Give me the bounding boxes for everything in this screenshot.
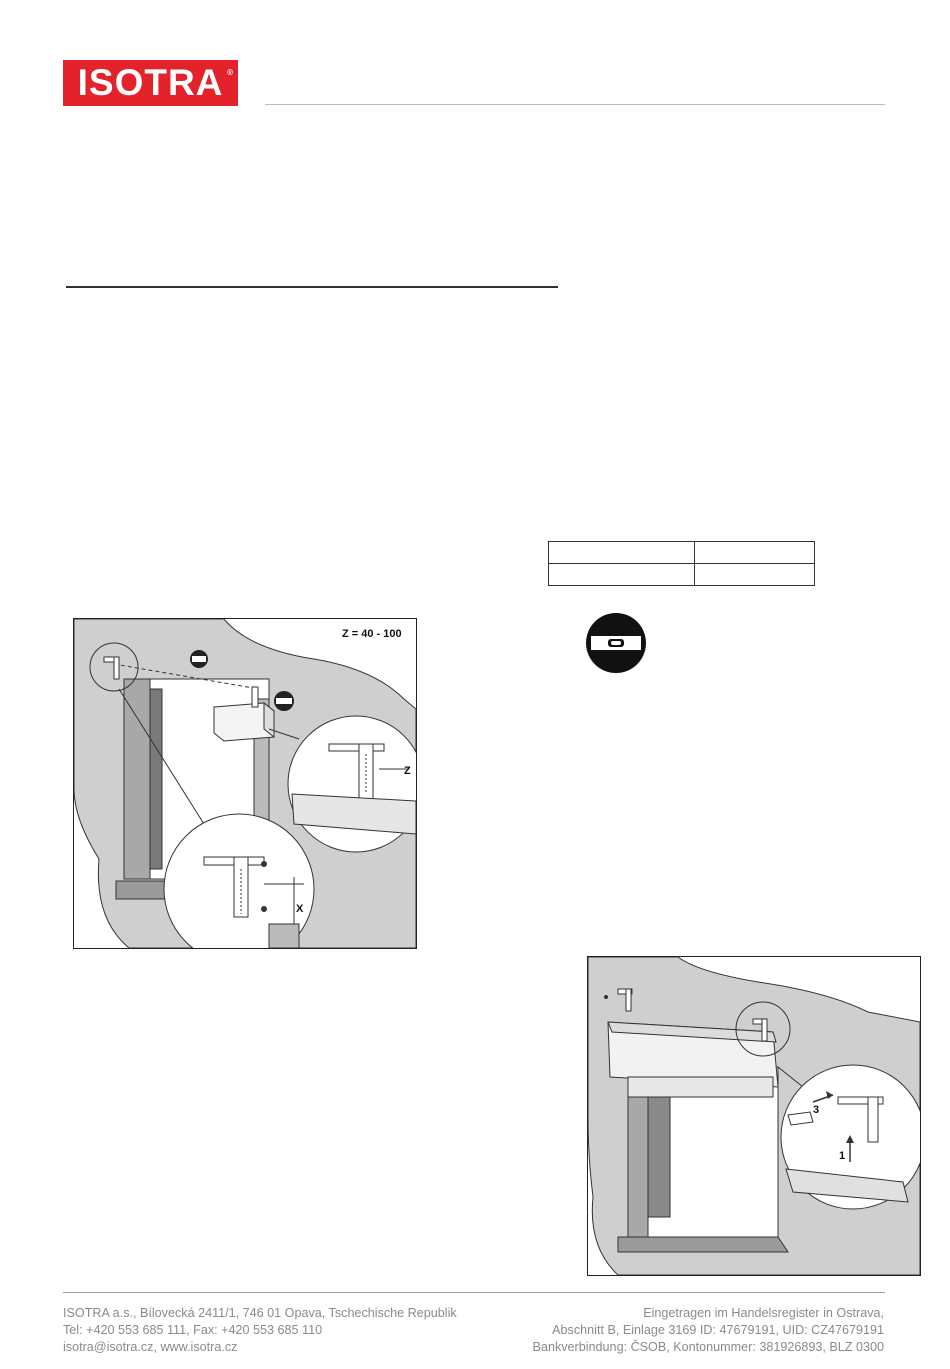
step-3-label: 3 [813,1104,819,1116]
company-web-line: isotra@isotra.cz, www.isotra.cz [63,1340,238,1354]
table-cell [694,541,815,564]
header-divider [265,104,885,105]
company-address-line: ISOTRA a.s., Bílovecká 2411/1, 746 01 Op… [63,1306,457,1320]
spirit-level-icon [585,612,647,674]
table-cell [694,563,815,586]
z-range-label: Z = 40 - 100 [342,628,402,640]
company-phone-line: Tel: +420 553 685 111, Fax: +420 553 685… [63,1323,323,1337]
footer-divider [63,1292,885,1293]
x-marker-label: X [296,903,304,915]
dimension-table [548,541,815,586]
logo-registered-mark: ® [227,68,234,77]
table-cell [548,563,695,586]
z-marker-label: Z [404,765,411,777]
headrail-mounting-illustration: 3 1 [587,956,921,1276]
company-address-block: ISOTRA a.s., Bílovecká 2411/1, 746 01 Op… [63,1305,457,1356]
registration-line: Eingetragen im Handelsregister in Ostrav… [643,1306,884,1320]
bracket-mounting-illustration: Z = 40 - 100 Z X [73,618,417,949]
logo-text: ISOTRA [77,62,224,103]
table-cell [548,541,695,564]
registration-id-line: Abschnitt B, Einlage 3169 ID: 47679191, … [552,1323,884,1337]
table-row [548,563,815,586]
step-1-label: 1 [839,1150,845,1162]
company-registration-block: Eingetragen im Handelsregister in Ostrav… [533,1305,884,1356]
section-divider [66,286,558,288]
table-row [548,541,815,564]
isotra-logo: ISOTRA ® [63,60,238,106]
bank-details-line: Bankverbindung: ČSOB, Kontonummer: 38192… [532,1340,884,1354]
